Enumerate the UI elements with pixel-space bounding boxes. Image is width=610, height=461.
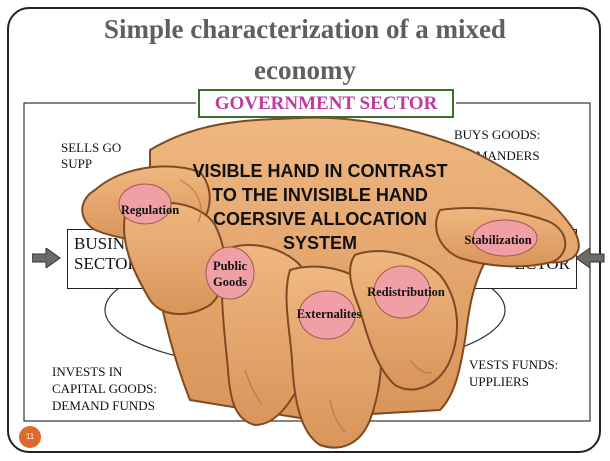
- hand-shading: [179, 179, 433, 433]
- finger-label-public-goods-line1: Public: [212, 259, 248, 273]
- finger-label-stabilization: Stabilization: [464, 233, 532, 247]
- invests-capital-line2: CAPITAL GOODS:: [52, 381, 158, 396]
- finger-label-regulation: Regulation: [120, 203, 180, 217]
- invests-funds-line2: UPPLIERS: [469, 374, 529, 389]
- suppliers-label: SUPP: [61, 156, 93, 171]
- finger-label-redistribution: Redistribution: [367, 285, 445, 299]
- left-inflow-arrow: [32, 248, 61, 268]
- fingernail-stabilization: [472, 219, 538, 257]
- business-sector-line2: SECTOR: [74, 254, 139, 273]
- hand-headline-line1: VISIBLE HAND IN CONTRAST: [192, 161, 448, 181]
- buys-goods-label: BUYS GOODS:: [454, 127, 541, 142]
- demanders-label: MANDERS: [476, 148, 540, 163]
- right-inflow-arrow: [576, 248, 605, 268]
- invests-funds-line1: VESTS FUNDS:: [469, 357, 559, 372]
- finger-label-public-goods-line2: Goods: [212, 275, 248, 289]
- government-sector-box: GOVERNMENT SECTOR: [196, 87, 456, 120]
- hand-headline-line4: SYSTEM: [282, 233, 357, 253]
- hand-headline-line2: TO THE INVISIBLE HAND: [212, 185, 428, 205]
- fingernail-regulation: [118, 183, 172, 225]
- hand-shape: [81, 116, 580, 449]
- sells-goods-label: SELLS GO: [61, 140, 122, 155]
- fingernail-public-goods: [205, 246, 255, 300]
- invests-capital-line1: INVESTS IN: [52, 364, 123, 379]
- finger-label-externalities: Externalites: [296, 307, 362, 321]
- invests-capital-line3: DEMAND FUNDS: [52, 398, 155, 413]
- slide-title-line2: economy: [254, 55, 356, 85]
- hand-headline-line3: COERSIVE ALLOCATION: [212, 209, 427, 229]
- slide-title-line1: Simple characterization of a mixed: [104, 14, 506, 44]
- hand-fingernails: [118, 183, 538, 340]
- fingernail-redistribution: [373, 265, 431, 319]
- slide-number-badge: 11: [19, 426, 41, 448]
- slide-frame: [7, 7, 601, 453]
- fingernail-externalities: [298, 290, 356, 340]
